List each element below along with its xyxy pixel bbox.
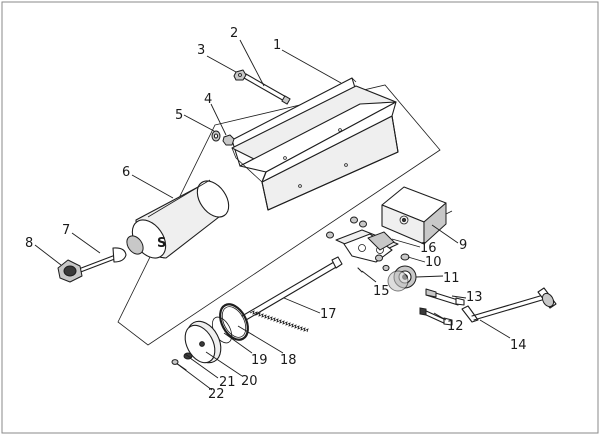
callout-22: 22 — [208, 387, 225, 402]
callout-labels: 1 2 3 4 5 6 7 8 9 10 11 12 13 14 15 16 1… — [25, 26, 527, 402]
callout-13: 13 — [466, 290, 483, 305]
crank-handle — [461, 287, 557, 323]
callout-19: 19 — [251, 353, 268, 368]
callout-5: 5 — [175, 108, 183, 123]
cylinder-mark: S — [157, 236, 166, 251]
nut-4 — [222, 134, 235, 146]
callout-2: 2 — [230, 26, 238, 41]
shaft-13 — [425, 288, 465, 306]
o-ring — [219, 303, 249, 341]
leader-lines — [34, 39, 511, 391]
callout-11: 11 — [443, 271, 460, 286]
callout-1: 1 — [273, 38, 281, 53]
callout-4: 4 — [204, 92, 212, 107]
trough-channel — [231, 85, 399, 211]
gearbox-housing — [381, 186, 453, 245]
callout-9: 9 — [459, 238, 467, 253]
callout-8: 8 — [25, 236, 33, 251]
pin-15 — [357, 267, 363, 273]
callout-15: 15 — [373, 284, 390, 299]
nut-3 — [233, 69, 247, 81]
bolt-12 — [419, 307, 453, 326]
gear-bracket — [326, 216, 399, 272]
callout-16: 16 — [420, 241, 437, 256]
cylinder: S — [126, 179, 230, 259]
piston-knob — [57, 259, 83, 283]
callout-21: 21 — [219, 375, 236, 390]
rack-shaft — [241, 256, 343, 333]
callout-10: 10 — [425, 255, 442, 270]
spring-nut — [183, 352, 193, 360]
callout-7: 7 — [62, 223, 70, 238]
piston-rod — [75, 247, 127, 274]
gear — [387, 265, 417, 292]
callout-20: 20 — [241, 374, 258, 389]
callout-18: 18 — [280, 353, 297, 368]
callout-12: 12 — [447, 319, 464, 334]
washer-5 — [211, 130, 221, 142]
tie-rod — [243, 73, 291, 105]
callout-3: 3 — [197, 43, 205, 58]
callout-14: 14 — [510, 338, 527, 353]
callout-6: 6 — [122, 165, 130, 180]
callout-17: 17 — [320, 307, 337, 322]
screw-10 — [400, 253, 410, 261]
pressure-disc — [184, 320, 222, 364]
